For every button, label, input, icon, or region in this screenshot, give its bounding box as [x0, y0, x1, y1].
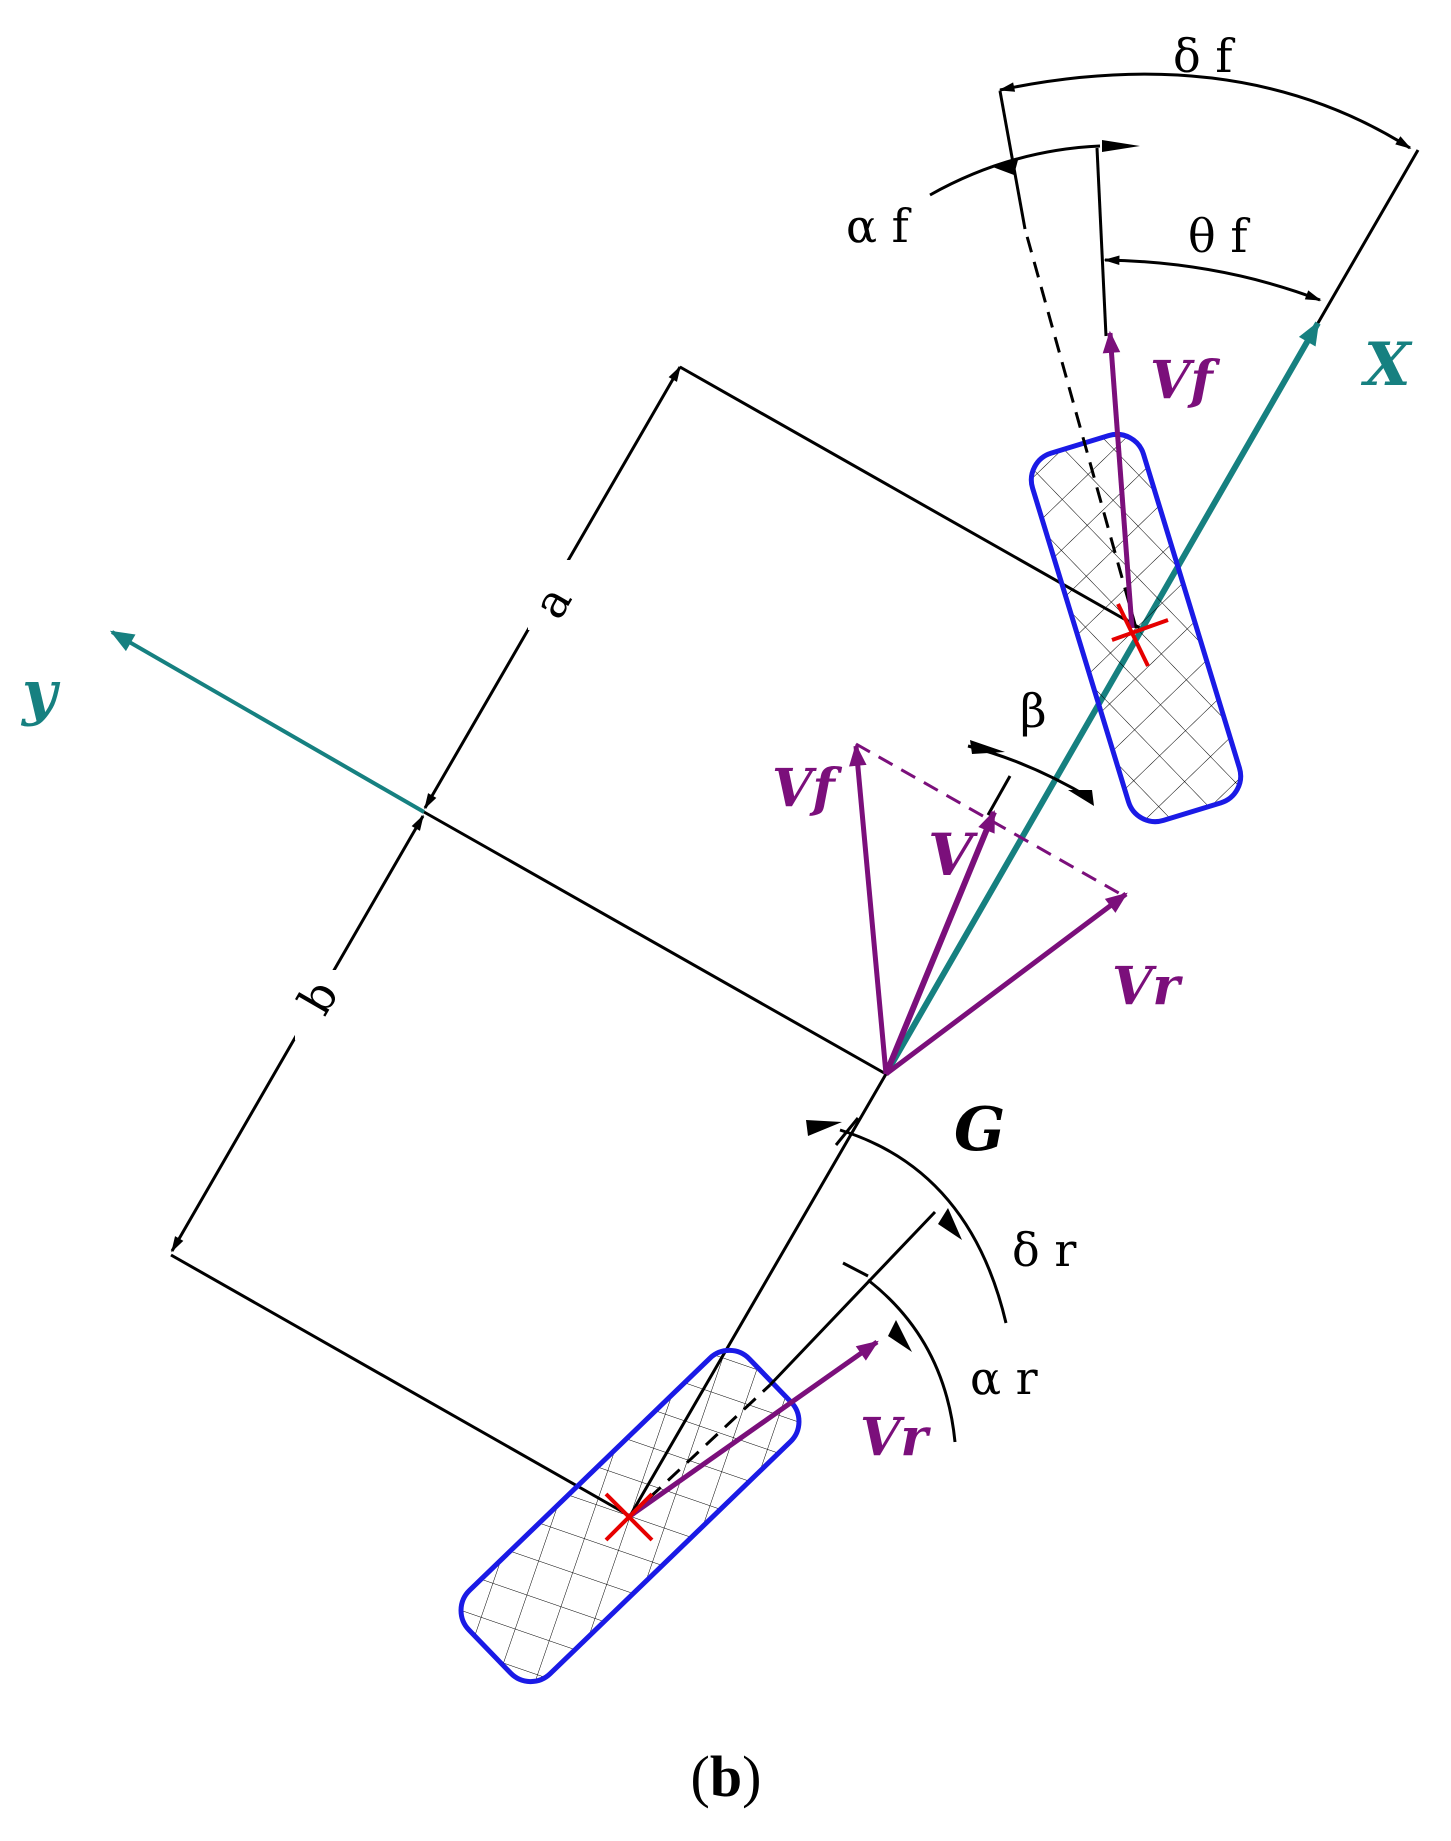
- cg-cross-line: [423, 810, 887, 1076]
- center-of-gravity-label: G: [954, 1095, 1005, 1165]
- front-velocity-vector: [1102, 330, 1135, 629]
- beta-angle-marker: [967, 740, 1094, 816]
- cg-rear-velocity-vector: [884, 892, 1128, 1076]
- y-axis-label: y: [20, 658, 61, 728]
- theta-f-arc: [1103, 255, 1322, 302]
- cg-front-velocity-vector: [849, 743, 889, 1075]
- cg-velocity-label: V: [928, 821, 978, 889]
- dimension-b: [170, 814, 425, 1253]
- rear-velocity-label: Vr: [860, 1407, 931, 1468]
- cg-velocity-vector: [883, 809, 997, 1076]
- cg-rear-velocity-label: Vr: [1112, 956, 1183, 1017]
- alpha-r-label: α r: [970, 1351, 1038, 1405]
- rear-track-line: [170, 1253, 631, 1518]
- vehicle-frame: [170, 365, 1141, 1518]
- rear-heading-line: [768, 1210, 937, 1387]
- front-x-extension: [1316, 149, 1420, 324]
- beta-label: β: [1020, 684, 1047, 738]
- delta-r-arc: [806, 1120, 1008, 1324]
- delta-f-label: δ f: [1173, 29, 1235, 83]
- front-velocity-reference: [1095, 147, 1108, 337]
- front-wheel-heading-dashed: [1023, 228, 1138, 629]
- rear-heading-dashed: [628, 1383, 772, 1518]
- front-contact-point: [1111, 603, 1169, 667]
- theta-f-label: θ f: [1188, 209, 1250, 263]
- alpha-f-label: α f: [846, 199, 912, 253]
- alpha-r-arc: [867, 1278, 957, 1443]
- y-axis: [109, 630, 425, 814]
- figure-caption: (b): [691, 1744, 762, 1809]
- rear-contact-point: [604, 1492, 654, 1542]
- rear-velocity-vector: [628, 1339, 879, 1519]
- rear-tick-alpha: [842, 1261, 869, 1278]
- delta-f-arc: [998, 72, 1412, 150]
- dimension-a: [423, 365, 682, 810]
- front-velocity-label: Vf: [1150, 350, 1220, 411]
- x-axis-label: X: [1360, 330, 1413, 400]
- alpha-f-arc: [929, 140, 1140, 197]
- delta-r-label: δ r: [1012, 1223, 1076, 1277]
- cg-front-velocity-label: Vf: [772, 758, 842, 819]
